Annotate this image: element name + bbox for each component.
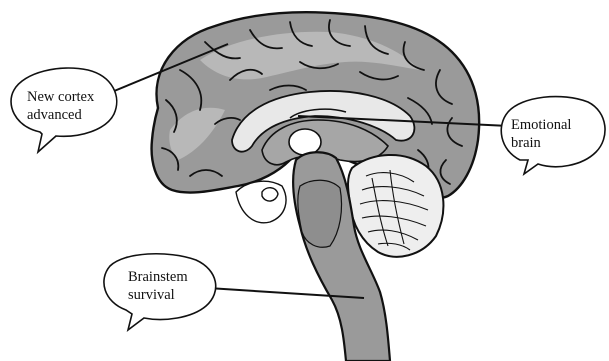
label-emotional-brain: Emotional brain [511,116,571,152]
label-emotional-line2: brain [511,134,571,152]
label-new-cortex-line2: advanced [27,106,94,124]
label-emotional-line1: Emotional [511,116,571,134]
label-brainstem-line2: survival [128,286,188,304]
temporal-lobe [236,181,286,223]
pituitary [262,188,278,201]
label-brainstem-line1: Brainstem [128,268,188,286]
thalamus [289,129,321,155]
label-new-cortex-line1: New cortex [27,88,94,106]
label-brainstem: Brainstem survival [128,268,188,304]
label-new-cortex: New cortex advanced [27,88,94,124]
pons [298,180,342,247]
